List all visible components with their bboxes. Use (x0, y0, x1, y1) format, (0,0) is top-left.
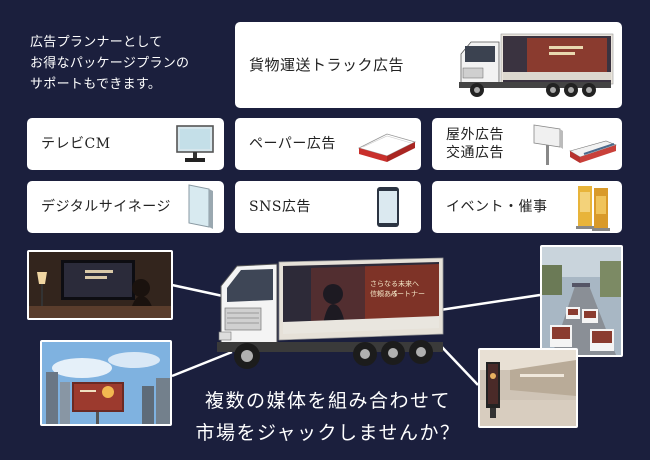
card-tv: テレビCM (27, 118, 224, 170)
highway-trucks-photo (540, 245, 623, 357)
card-paper: ペーパー広告 (235, 118, 421, 170)
large-truck-illustration: さらなる未来へ 信頼ある パートナー (217, 257, 444, 369)
headline-line-1: 複数の媒体を組み合わせて (204, 390, 451, 412)
smartphone-icon (377, 187, 399, 227)
card-paper-label: ペーパー広告 (249, 136, 336, 152)
card-tv-label: テレビCM (41, 136, 111, 152)
billboard-city-photo (40, 340, 172, 426)
card-outdoor-transit-label: 屋外広告 交通広告 (432, 126, 504, 162)
card-digital-signage-label: デジタルサイネージ (41, 199, 171, 215)
card-sns-label: SNS広告 (249, 199, 311, 215)
mall-signage-photo (478, 348, 578, 428)
intro-text: 広告プランナーとして お得なパッケージプランの サポートもできます。 (30, 32, 230, 95)
billboard-icon (533, 124, 617, 165)
headline: 複数の媒体を組み合わせて 市場をジャックしませんか？ (178, 385, 478, 449)
card-outdoor-label: 屋外広告 (446, 127, 504, 143)
card-transit-label: 交通広告 (446, 145, 504, 161)
intro-line-1: 広告プランナーとして (30, 35, 163, 50)
tv-living-room-photo (27, 250, 173, 320)
signage-panel-icon (188, 184, 213, 229)
truck-panel-text-2: 信頼ある (370, 289, 398, 298)
card-sns: SNS広告 (235, 181, 421, 233)
intro-line-3: サポートもできます。 (30, 77, 162, 92)
truck-icon (459, 33, 614, 97)
truck-panel-text-1: さらなる未来へ (370, 279, 419, 288)
banner-stand-icon (576, 186, 610, 231)
card-truck-ad: 貨物運送トラック広告 (235, 22, 622, 108)
card-truck-ad-label: 貨物運送トラック広告 (249, 56, 405, 74)
card-event: イベント・催事 (432, 181, 622, 233)
train-icon (569, 140, 617, 163)
book-icon (357, 133, 417, 162)
truck-panel-text-3: パートナー (390, 290, 425, 298)
headline-line-2: 市場をジャックしませんか？ (195, 422, 461, 444)
card-event-label: イベント・催事 (446, 199, 548, 215)
intro-line-2: お得なパッケージプランの (30, 56, 190, 71)
card-outdoor-transit: 屋外広告 交通広告 (432, 118, 622, 170)
card-digital-signage: デジタルサイネージ (27, 181, 224, 233)
tv-icon (176, 125, 214, 162)
